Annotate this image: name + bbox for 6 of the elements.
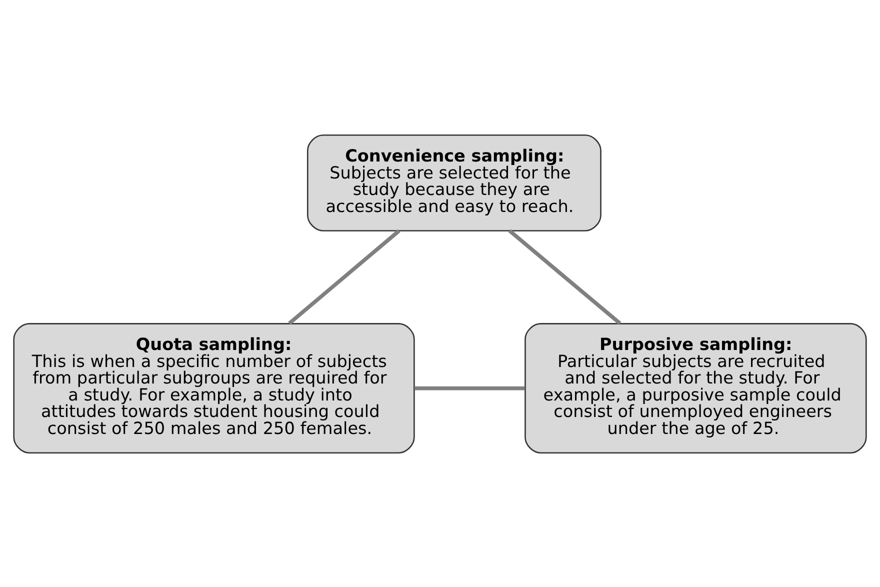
- node-box: Purposive sampling: Particular subjects are recruited and selected for the study. For example, a purposive sample could consist of unemployed engineers under the age of 25.: [524, 322, 867, 453]
- node-box: Convenience sampling: Subjects are selected for the study because they are accessible and easy to reach.: [307, 134, 602, 231]
- connector: [508, 228, 622, 324]
- node-box: Quota sampling: This is when a specific number of subjects from particular subgroups are required for a study. For example, a study into attitudes towards student housing could consist of 250 males and 250 females.: [13, 322, 415, 453]
- connector: [288, 228, 400, 324]
- connector: [414, 386, 525, 390]
